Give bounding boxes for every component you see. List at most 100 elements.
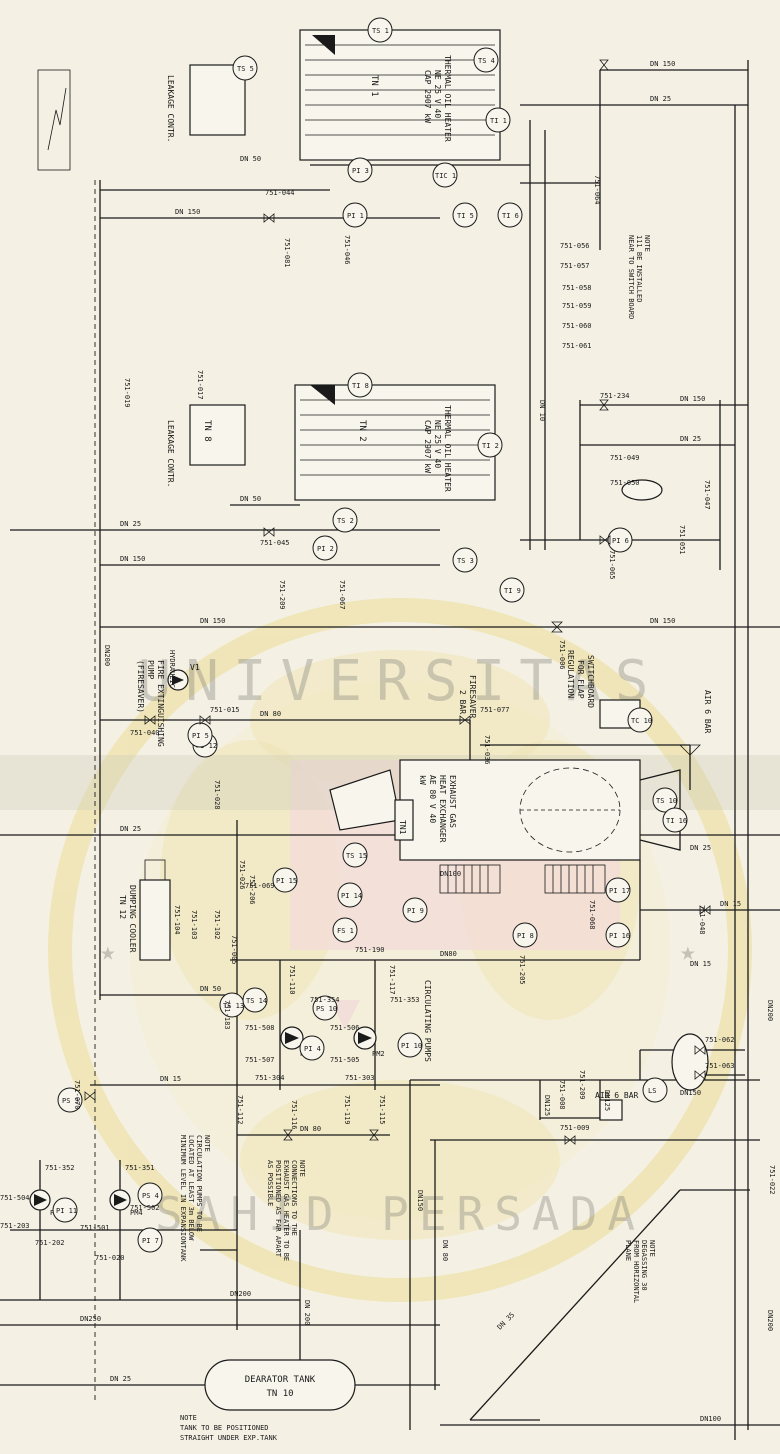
svg-text:TS 13: TS 13 <box>223 1002 244 1010</box>
inst-pi5: PI 5 <box>187 722 213 748</box>
hydraulic-label: HYDRAULIC <box>168 650 176 688</box>
dumping-cooler <box>139 879 171 961</box>
heater2-tag: TN 2 <box>357 420 367 442</box>
valve-751-022: 751-022 <box>768 1165 776 1195</box>
tank8-tag: TN 8 <box>202 420 212 442</box>
svg-text:PI 5: PI 5 <box>192 732 209 740</box>
tube-bundles <box>439 864 606 894</box>
pipe-dn100-b: DN100 <box>700 1415 721 1423</box>
pipe-dn150-h: DN150 <box>416 1190 424 1211</box>
fire-pump-label-3: (FIRESAVER) <box>136 660 145 713</box>
air-receiver <box>671 1033 709 1091</box>
pipe-dn50-c: DN 50 <box>200 985 221 993</box>
note-tank-position: NOTE TANK TO BE POSITIONED STRAIGHT UNDE… <box>180 1414 278 1442</box>
valve-751-019: 751-019 <box>123 378 131 408</box>
valve-751-049: 751-049 <box>610 454 640 462</box>
valve-751-047: 751-047 <box>703 480 711 510</box>
pipe-dn200-d: DN200 <box>766 1000 774 1021</box>
valve-751-056: 751-056 <box>560 242 590 250</box>
valve-751-005: 751-005 <box>230 935 238 965</box>
valve-751-046: 751-046 <box>343 235 351 265</box>
valve-751-069: 751-069 <box>245 882 275 890</box>
pipe-dn35: DN 35 <box>496 1311 517 1332</box>
svg-text:TC 10: TC 10 <box>631 717 652 725</box>
pipe-dn150-a: DN 150 <box>650 60 675 68</box>
deaerator-tank: DEARATOR TANK TN 10 <box>204 1359 356 1411</box>
svg-text:PI 6: PI 6 <box>612 537 629 545</box>
valve-751-009: 751-009 <box>560 1124 590 1132</box>
svg-text:TI 16: TI 16 <box>666 817 687 825</box>
valve-751-028: 751-028 <box>213 780 221 810</box>
valve-751-102: 751-102 <box>213 910 221 940</box>
svg-text:NEAR TO SWITCH BOARD: NEAR TO SWITCH BOARD <box>627 235 635 319</box>
svg-text:TIC 1: TIC 1 <box>435 172 456 180</box>
deaerator-label: DEARATOR TANK <box>245 1375 316 1385</box>
inst-tc10: TC 10 <box>627 707 653 733</box>
exchanger-model: AE 80 V 40 <box>428 775 437 823</box>
valve-751-077: 751-077 <box>480 706 510 714</box>
svg-text:PI 4: PI 4 <box>304 1045 321 1053</box>
inst-ps4: PS 4 <box>137 1182 163 1208</box>
valve-751-067: 751-067 <box>338 580 346 610</box>
svg-text:TI 6: TI 6 <box>502 212 519 220</box>
air-6bar-label: AIR 6 BAR <box>703 690 712 734</box>
note-degassing: NOTE DEGASSING 30 FROM HORIZONTAL PLANE <box>624 1240 656 1303</box>
svg-text:NOTE: NOTE <box>180 1414 197 1422</box>
heater2-model: NE 25 V 40 <box>433 420 442 468</box>
pm4-tag: PM4 <box>130 1209 143 1217</box>
heater2-cap: CAP 2907 kW <box>423 420 432 473</box>
expansion-pumps: PM3 PM4 <box>29 1189 143 1217</box>
heater1-model: NE 25 V 40 <box>433 70 442 118</box>
svg-text:PLANE: PLANE <box>624 1240 632 1261</box>
valve-751-065: 751-065 <box>608 550 616 580</box>
valve-751-059: 751-059 <box>562 302 592 310</box>
valve-751-057: 751-057 <box>560 262 590 270</box>
pipe-dn25-e: DN 25 <box>690 844 711 852</box>
svg-text:STRAIGHT UNDER EXP.TANK: STRAIGHT UNDER EXP.TANK <box>180 1434 278 1442</box>
svg-text:PI 7: PI 7 <box>142 1237 159 1245</box>
svg-text:TI 5: TI 5 <box>457 212 474 220</box>
valve-751-353: 751-353 <box>390 996 420 1004</box>
inst-pi1: PI 1 <box>342 202 368 228</box>
firesaver-label-1: FIRESAVER <box>468 675 477 719</box>
pipe-dn150-e: DN 150 <box>200 617 225 625</box>
pipe-dn25-a: DN 25 <box>650 95 671 103</box>
valve-751-061: 751-061 <box>562 342 592 350</box>
svg-text:PS 4: PS 4 <box>142 1192 159 1200</box>
pipe-size-labels: DN 150 DN 25 DN 150 DN 50 DN 150 DN 25 D… <box>80 60 774 1423</box>
pipe-dn50-a: DN 50 <box>240 155 261 163</box>
inst-pi8: PI 8 <box>512 922 538 948</box>
inst-ti1: TI 1 <box>485 107 511 133</box>
valve-751-504: 751-504 <box>0 1194 30 1202</box>
leakage-control-box-2 <box>189 404 246 466</box>
fire-pump-label-1: FIRE EXTINGUISHING <box>156 660 165 747</box>
inst-ts5: TS 5 <box>232 55 258 81</box>
deaerator-tag: TN 10 <box>266 1389 293 1399</box>
fire-pump-tag: V1 <box>190 663 200 672</box>
inst-tic1: TIC 1 <box>432 162 458 188</box>
leakage-control-box-1 <box>189 64 246 136</box>
pipe-dn50-b: DN 50 <box>240 495 261 503</box>
valve-751-045: 751-045 <box>260 539 290 547</box>
valve-751-050: 751-050 <box>610 479 640 487</box>
pipe-dn200-c: DN200 <box>766 1310 774 1331</box>
inst-ti2: TI 2 <box>477 432 503 458</box>
heater1-name: THERMAL OIL HEATER <box>443 55 452 142</box>
heater2-name: THERMAL OIL HEATER <box>443 405 452 492</box>
svg-text:TANK TO BE POSITIONED: TANK TO BE POSITIONED <box>180 1424 269 1432</box>
pm2-tag: PM2 <box>372 1050 385 1058</box>
thermal-oil-heater-2: THERMAL OIL HEATER NE 25 V 40 CAP 2907 k… <box>294 384 496 501</box>
svg-text:NOTE: NOTE <box>643 235 651 252</box>
inst-ps10: PS 10 <box>312 995 338 1021</box>
svg-text:FROM HORIZONTAL: FROM HORIZONTAL <box>632 1240 640 1303</box>
valve-751-070: 751-070 <box>73 1080 81 1110</box>
valve-751-354: 751-354 <box>310 996 340 1004</box>
pipe-dn250: DN250 <box>80 1315 101 1323</box>
pipe-dn80-a: DN 80 <box>260 710 281 718</box>
svg-text:PI 10: PI 10 <box>401 1042 422 1050</box>
heater1-cap: CAP 2907 kW <box>423 70 432 123</box>
switchboard-label-3: REGULATION <box>566 650 575 698</box>
valve-751-104: 751-104 <box>173 905 181 935</box>
svg-text:TS 2: TS 2 <box>337 517 354 525</box>
